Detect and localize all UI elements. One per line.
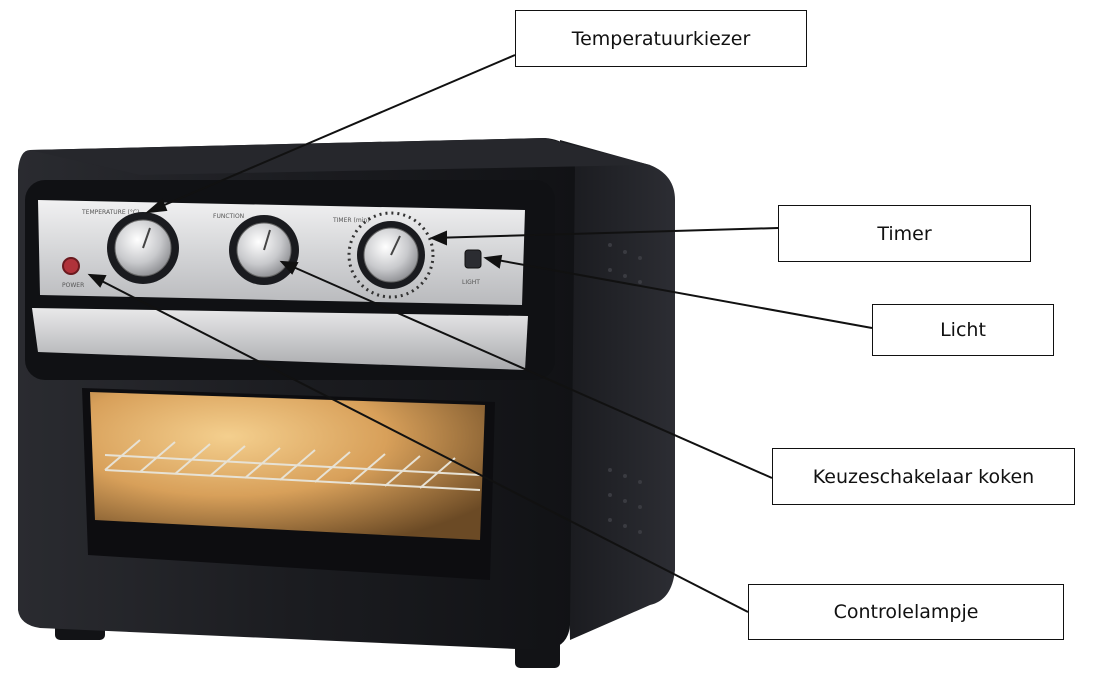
arrow-function [279, 260, 299, 275]
indicator-light [62, 257, 80, 275]
leader-temperature [147, 54, 516, 213]
arrow-indicator [87, 273, 107, 288]
label-timer-panel: TIMER (min) [332, 217, 369, 224]
callout-temperature: Temperatuurkiezer [515, 10, 807, 67]
callout-light: Licht [872, 304, 1054, 356]
leader-light [485, 257, 873, 329]
callout-indicator: Controlelampje [748, 584, 1064, 640]
leader-function [281, 261, 773, 479]
leader-timer [431, 227, 779, 239]
label-light-panel: LIGHT [462, 279, 480, 286]
door-handle[interactable] [32, 308, 528, 370]
arrow-light [483, 254, 503, 269]
oven-side-panel [560, 140, 675, 640]
function-knob[interactable] [229, 215, 299, 285]
callout-temperature-label: Temperatuurkiezer [571, 27, 751, 50]
arrow-temperature [144, 198, 168, 214]
callout-function: Keuzeschakelaar koken [772, 448, 1075, 505]
leader-indicator [89, 274, 749, 613]
light-button[interactable] [464, 249, 482, 269]
timer-knob[interactable] [347, 211, 435, 299]
temperature-knob[interactable] [107, 212, 179, 284]
label-temperature-panel: TEMPERATURE (°C) [81, 209, 139, 216]
arrow-timer [429, 230, 447, 246]
callout-timer-label: Timer [877, 222, 932, 245]
callout-function-label: Keuzeschakelaar koken [812, 465, 1035, 488]
callout-indicator-label: Controlelampje [833, 601, 979, 623]
oven-window [82, 388, 495, 580]
side-vents [608, 243, 642, 534]
callout-light-label: Licht [940, 319, 986, 341]
callout-timer: Timer [778, 205, 1031, 262]
label-power-panel: POWER [62, 282, 84, 289]
oven-rack [104, 439, 481, 491]
oven-top [30, 138, 650, 175]
label-function-panel: FUNCTION [213, 213, 244, 220]
